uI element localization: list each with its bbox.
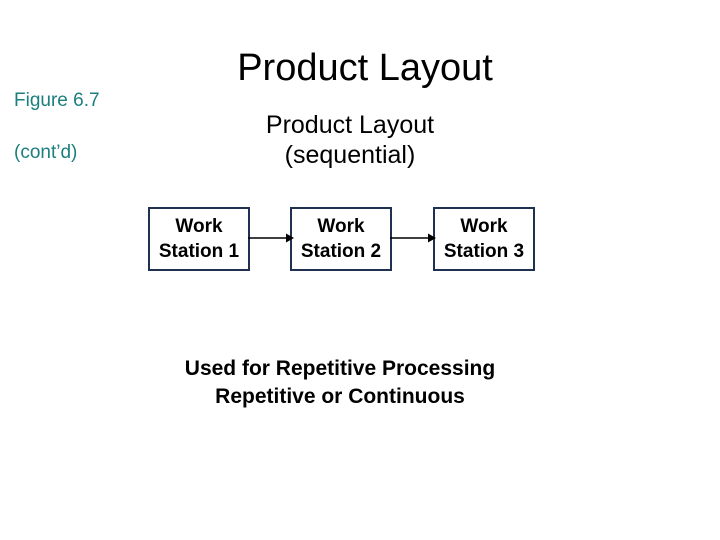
footer-note: Used for Repetitive Processing Repetitiv…	[140, 355, 540, 411]
footer-line-1: Used for Repetitive Processing	[184, 357, 496, 380]
figure-caption-line-2: (cont’d)	[14, 142, 78, 163]
work-station-1-box[interactable]	[148, 207, 250, 271]
work-station-3-box[interactable]	[433, 207, 535, 271]
flow-arrow-1-icon	[248, 233, 294, 243]
page-title: Product Layout	[237, 47, 493, 89]
figure-caption-line-1: Figure 6.7	[14, 90, 100, 111]
flow-arrow-2-icon	[390, 233, 436, 243]
subtitle-line-1: Product Layout	[265, 111, 435, 139]
subtitle: Product Layout (sequential)	[170, 110, 530, 170]
figure-caption: Figure 6.7 (cont’d)	[14, 62, 174, 166]
subtitle-line-2: (sequential)	[284, 141, 416, 169]
footer-line-2: Repetitive or Continuous	[215, 385, 465, 408]
work-station-2-box[interactable]	[290, 207, 392, 271]
